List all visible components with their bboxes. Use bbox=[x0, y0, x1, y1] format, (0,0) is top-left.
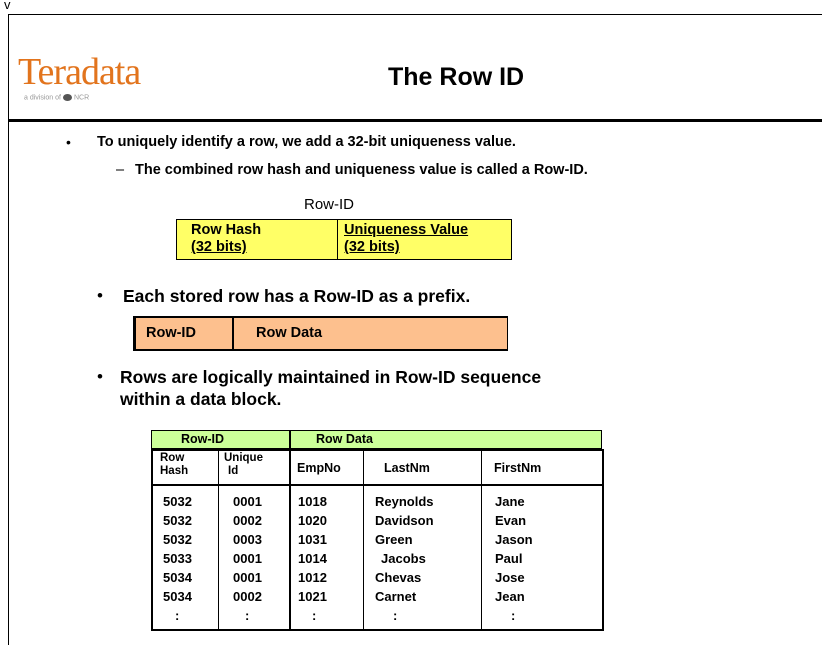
table-cell: 5034 bbox=[163, 589, 192, 604]
col-row-hash-values: 5032 5032 5032 5033 5034 5034 : bbox=[163, 492, 192, 625]
table-cell: 0002 bbox=[233, 513, 262, 528]
table-cell: : bbox=[312, 608, 317, 623]
table-cell: Jason bbox=[495, 532, 533, 547]
bullet-1: To uniquely identify a row, we add a 32-… bbox=[97, 134, 516, 150]
table-cell: Jean bbox=[495, 589, 525, 604]
table-group-header bbox=[151, 430, 602, 449]
top-border bbox=[8, 14, 822, 15]
logo-wordmark: Teradata bbox=[18, 51, 141, 93]
prefix-diagram-box bbox=[133, 316, 508, 351]
bullet-2: Each stored row has a Row-ID as a prefix… bbox=[123, 286, 471, 306]
bullet-dot-icon: • bbox=[97, 367, 103, 386]
table-cell: 0001 bbox=[233, 494, 262, 509]
uniqueness-value-cell: Uniqueness Value (32 bits) bbox=[344, 222, 468, 256]
table-cell: 1021 bbox=[298, 589, 327, 604]
ncr-logo-icon bbox=[62, 94, 72, 101]
table-cell: 5032 bbox=[163, 532, 192, 547]
col-unique-id: Unique Id bbox=[224, 452, 263, 478]
row-hash-label: Row Hash bbox=[191, 222, 262, 238]
col-firstnm: FirstNm bbox=[494, 461, 542, 475]
table-body bbox=[151, 486, 604, 631]
col-row-hash-b: Hash bbox=[160, 465, 189, 477]
uniqueness-value-label: Uniqueness Value bbox=[344, 222, 469, 238]
col-lastnm-values: Reynolds Davidson Green Jacobs Chevas Ca… bbox=[375, 492, 434, 625]
table-cell: Green bbox=[375, 532, 413, 547]
table-cell: 0002 bbox=[233, 589, 262, 604]
table-cell: 1031 bbox=[298, 532, 327, 547]
rowid-diagram-box bbox=[176, 219, 512, 260]
col-unique-id-a: Unique bbox=[224, 452, 263, 464]
table-cell: Jose bbox=[495, 570, 525, 585]
uniqueness-value-bits: (32 bits) bbox=[344, 239, 400, 255]
table-cell: 5034 bbox=[163, 570, 192, 585]
table-group-rowdata: Row Data bbox=[316, 432, 373, 446]
table-cell: 0001 bbox=[233, 551, 262, 566]
table-cell: Reynolds bbox=[375, 494, 434, 509]
table-cell: Chevas bbox=[375, 570, 422, 585]
bullet-dot-icon: • bbox=[97, 286, 103, 305]
bullet-3-line-1: Rows are logically maintained in Row-ID … bbox=[120, 367, 542, 387]
logo-tagline-a: a division of bbox=[24, 94, 61, 102]
table-cell: Paul bbox=[495, 551, 523, 566]
table-cell: Jane bbox=[495, 494, 525, 509]
table-group-rowid: Row-ID bbox=[181, 432, 225, 446]
table-cell: 5033 bbox=[163, 551, 192, 566]
table-cell: : bbox=[245, 608, 250, 623]
col-unique-id-values: 0001 0002 0003 0001 0001 0002 : bbox=[233, 492, 262, 625]
table-cell: 1020 bbox=[298, 513, 327, 528]
bullet-dot-icon: • bbox=[66, 134, 71, 150]
col-unique-id-b: Id bbox=[228, 465, 239, 477]
col-row-hash: Row Hash bbox=[160, 452, 188, 478]
logo-tagline: a division of NCR bbox=[24, 94, 89, 101]
table-cell: Jacobs bbox=[381, 551, 426, 566]
col-divider bbox=[289, 449, 291, 631]
table-cell: 1012 bbox=[298, 570, 327, 585]
table-cell: 1014 bbox=[298, 551, 327, 566]
table-cell: 0001 bbox=[233, 570, 262, 585]
teradata-logo: Teradata a division of NCR bbox=[18, 52, 144, 108]
col-divider bbox=[218, 449, 219, 631]
col-empno: EmpNo bbox=[297, 461, 341, 475]
prefix-rowdata-label: Row Data bbox=[256, 325, 323, 341]
col-firstnm-values: Jane Evan Jason Paul Jose Jean : bbox=[495, 492, 533, 625]
prefix-diagram-divider bbox=[232, 316, 234, 351]
table-cell: 5032 bbox=[163, 494, 192, 509]
table-cell: 0003 bbox=[233, 532, 262, 547]
table-cell: Carnet bbox=[375, 589, 417, 604]
col-empno-values: 1018 1020 1031 1014 1012 1021 : bbox=[298, 492, 327, 625]
rowid-diagram-label: Row-ID bbox=[304, 196, 355, 213]
header-divider bbox=[8, 119, 822, 122]
bullet-3-line-2: within a data block. bbox=[120, 389, 282, 409]
col-divider bbox=[363, 449, 364, 631]
dash-icon: – bbox=[116, 162, 125, 178]
logo-tagline-b: NCR bbox=[73, 94, 90, 102]
prefix-rowid-label: Row-ID bbox=[146, 325, 196, 341]
col-divider bbox=[481, 449, 482, 631]
corner-mark: v bbox=[4, 0, 11, 12]
table-group-divider bbox=[289, 430, 291, 449]
row-hash-bits: (32 bits) bbox=[191, 239, 247, 255]
slide-title: The Row ID bbox=[388, 63, 525, 91]
table-cell: : bbox=[175, 608, 180, 623]
table-cell: : bbox=[393, 608, 398, 623]
sub-bullet-1: The combined row hash and uniqueness val… bbox=[135, 162, 588, 178]
col-row-hash-a: Row bbox=[160, 452, 185, 464]
rowid-diagram-divider bbox=[337, 219, 338, 260]
table-cell: 1018 bbox=[298, 494, 327, 509]
table-cell: Evan bbox=[495, 513, 527, 528]
table-cell: 5032 bbox=[163, 513, 192, 528]
table-cell: Davidson bbox=[375, 513, 434, 528]
col-lastnm: LastNm bbox=[384, 461, 430, 475]
table-column-header bbox=[151, 449, 604, 486]
row-hash-cell: Row Hash (32 bits) bbox=[191, 222, 261, 256]
left-border bbox=[8, 14, 9, 645]
table-cell: : bbox=[511, 608, 516, 623]
